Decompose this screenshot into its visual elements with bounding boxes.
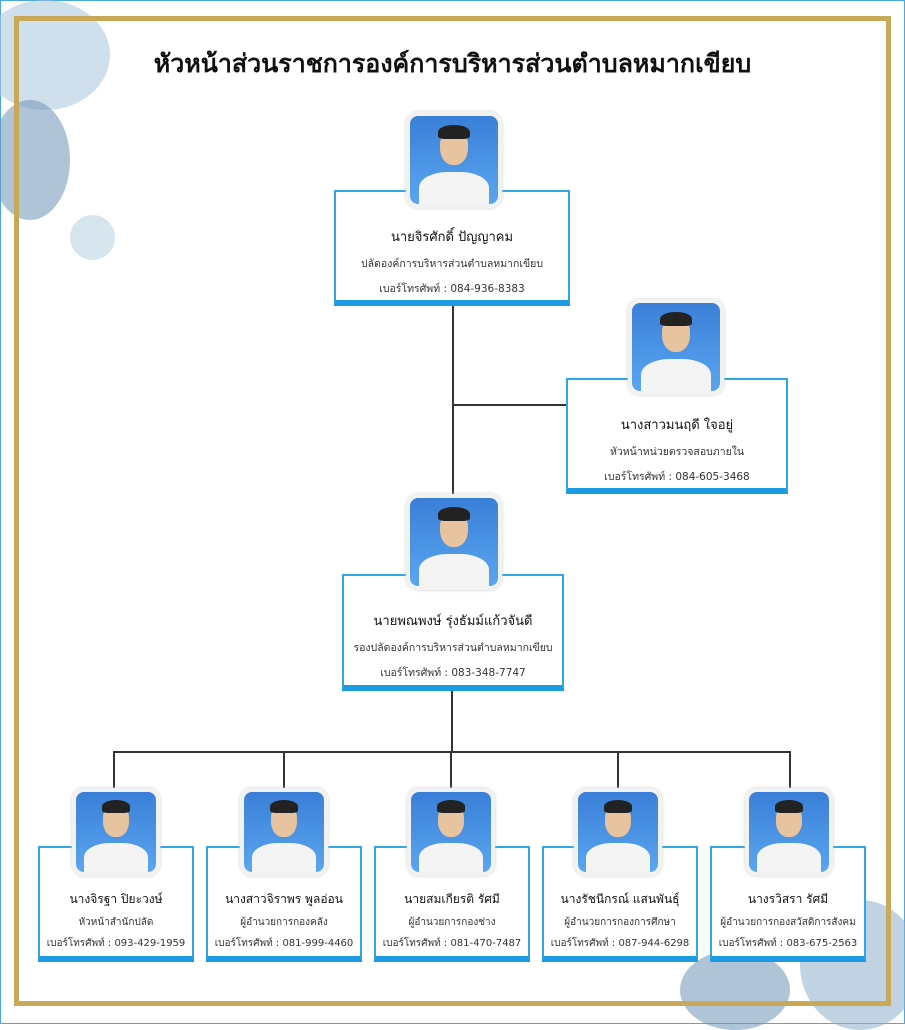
flower-decoration xyxy=(70,215,115,260)
person-name: นายพณพงษ์ รุ่งธัมม์แก้วจันดี xyxy=(373,614,533,629)
connector-line xyxy=(113,751,791,753)
person-photo xyxy=(406,112,502,208)
person-photo xyxy=(628,299,724,395)
flower-decoration xyxy=(680,950,790,1030)
person-position: ผู้อำนวยการกองช่าง xyxy=(408,917,496,928)
person-position: รองปลัดองค์การบริหารส่วนตำบลหมากเขียบ xyxy=(353,642,553,654)
person-name: นางสาวมนฤดี ใจอยู่ xyxy=(620,418,734,433)
connector-line xyxy=(283,751,285,791)
person-phone: เบอร์โทรศัพท์ : 081-470-7487 xyxy=(382,938,522,949)
person-phone: เบอร์โทรศัพท์ : 081-999-4460 xyxy=(214,938,354,949)
person-photo xyxy=(240,788,328,876)
person-position: ผู้อำนวยการกองคลัง xyxy=(240,917,328,928)
connector-line xyxy=(113,751,115,791)
person-photo xyxy=(72,788,160,876)
org-card-audit: นางสาวมนฤดี ใจอยู่ หัวหน้าหน่วยตรวจสอบภา… xyxy=(566,378,788,494)
org-card-department: นายสมเกียรติ รัศมี ผู้อำนวยการกองช่าง เบ… xyxy=(374,846,530,962)
connector-line xyxy=(789,751,791,791)
org-card-chief: นายจิรศักดิ์ ปัญญาคม ปลัดองค์การบริหารส่… xyxy=(334,190,570,306)
gold-frame xyxy=(14,16,891,1006)
connector-line xyxy=(451,690,453,752)
flower-decoration xyxy=(0,100,70,220)
person-position: ปลัดองค์การบริหารส่วนตำบลหมากเขียบ xyxy=(360,258,543,270)
person-phone: เบอร์โทรศัพท์ : 083-675-2563 xyxy=(718,938,858,949)
person-photo xyxy=(407,788,495,876)
connector-line xyxy=(617,751,619,791)
person-name: นายจิรศักดิ์ ปัญญาคม xyxy=(390,230,514,245)
person-name: นางรัชนีกรณ์ แสนพันธุ์ xyxy=(560,892,680,906)
person-phone: เบอร์โทรศัพท์ : 087-944-6298 xyxy=(550,938,690,949)
person-phone: เบอร์โทรศัพท์ : 083-348-7747 xyxy=(380,667,526,679)
person-position: หัวหน้าหน่วยตรวจสอบภายใน xyxy=(609,446,745,458)
org-card-deputy: นายพณพงษ์ รุ่งธัมม์แก้วจันดี รองปลัดองค์… xyxy=(342,574,564,691)
person-name: นางจิรฐา ปิยะวงษ์ xyxy=(69,892,163,906)
person-photo xyxy=(574,788,662,876)
person-phone: เบอร์โทรศัพท์ : 093-429-1959 xyxy=(46,938,186,949)
person-position: ผู้อำนวยการกองการศึกษา xyxy=(564,917,676,928)
person-name: นางรวิสรา รัศมี xyxy=(747,892,829,906)
org-card-department: นางรวิสรา รัศมี ผู้อำนวยการกองสวัสดิการส… xyxy=(710,846,866,962)
person-photo xyxy=(406,494,502,590)
person-photo xyxy=(745,788,833,876)
person-name: นายสมเกียรติ รัศมี xyxy=(404,892,500,906)
connector-line xyxy=(452,404,566,406)
person-name: นางสาวจิราพร พูลอ่อน xyxy=(225,892,343,906)
person-position: หัวหน้าสำนักปลัด xyxy=(78,917,154,928)
connector-line xyxy=(450,751,452,791)
page-title: หัวหน้าส่วนราชการองค์การบริหารส่วนตำบลหม… xyxy=(153,49,752,78)
person-phone: เบอร์โทรศัพท์ : 084-936-8383 xyxy=(379,283,525,295)
connector-line xyxy=(452,305,454,495)
person-phone: เบอร์โทรศัพท์ : 084-605-3468 xyxy=(604,471,750,483)
person-position: ผู้อำนวยการกองสวัสดิการสังคม xyxy=(720,917,856,928)
